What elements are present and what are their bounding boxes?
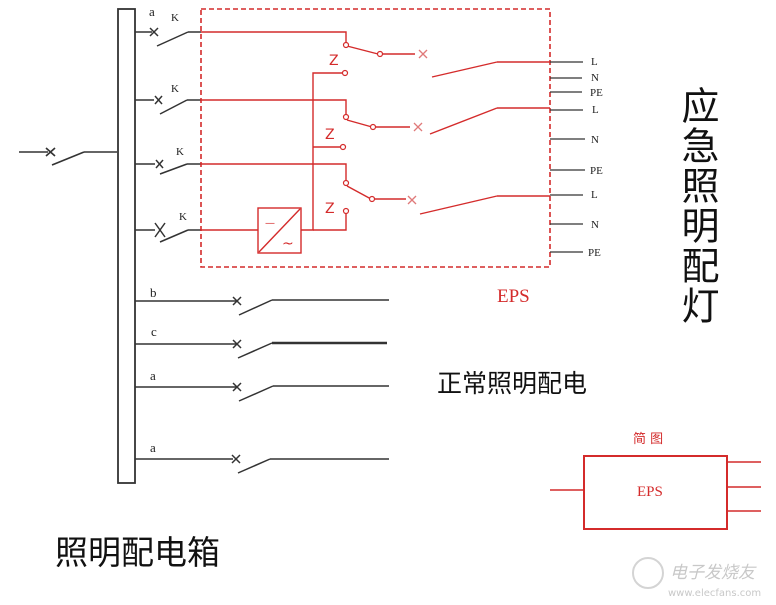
watermark: 电子发烧友 www.elecfans.com xyxy=(632,557,761,599)
watermark-text: 电子发烧友 xyxy=(670,563,757,583)
ac-symbol: ~ xyxy=(282,236,294,252)
terminal-N: N xyxy=(591,219,599,231)
phase-label: a xyxy=(150,440,156,455)
transfer-contacts xyxy=(339,41,384,215)
simplified-eps xyxy=(550,455,761,530)
terminal-PE: PE xyxy=(590,87,603,99)
terminal-L: L xyxy=(591,56,598,68)
phase-label: a xyxy=(150,368,156,383)
terminal-labels: L N PE L N PE L N PE xyxy=(588,56,603,259)
switch-label: K xyxy=(179,211,187,223)
eps-internal-wiring xyxy=(201,31,550,254)
eps-label: EPS xyxy=(497,286,530,307)
phase-label: a xyxy=(149,4,155,19)
switch-label: K xyxy=(171,12,179,24)
phase-label: b xyxy=(150,285,157,300)
transfer-label: Z xyxy=(325,127,335,143)
terminal-N: N xyxy=(591,134,599,146)
distribution-box-label: 照明配电箱 xyxy=(55,533,220,572)
watermark-url: www.elecfans.com xyxy=(668,588,761,599)
simplified-title: 简 图 xyxy=(633,431,663,447)
dc-symbol: — xyxy=(265,218,275,229)
eps-feed-branches xyxy=(135,27,201,243)
terminal-N: N xyxy=(591,72,599,84)
bus-bar xyxy=(117,8,136,484)
terminal-PE: PE xyxy=(590,165,603,177)
switch-label: K xyxy=(171,83,179,95)
switch-label: K xyxy=(176,146,184,158)
terminal-PE: PE xyxy=(588,247,601,259)
terminal-L: L xyxy=(591,189,598,201)
phase-label: c xyxy=(151,324,157,339)
emergency-lighting-label: 应急照明配灯 xyxy=(675,86,719,326)
eps-boundary xyxy=(200,8,551,268)
incoming-breaker xyxy=(19,147,117,166)
transfer-label: Z xyxy=(325,201,335,217)
normal-lighting-label: 正常照明配电 xyxy=(437,369,587,398)
output-terminal-lines xyxy=(550,61,585,253)
normal-branches xyxy=(135,296,389,474)
terminal-L: L xyxy=(592,104,599,116)
transfer-label: Z xyxy=(329,53,339,69)
output-breaker-marks xyxy=(407,49,428,205)
simplified-eps-label: EPS xyxy=(637,484,663,500)
